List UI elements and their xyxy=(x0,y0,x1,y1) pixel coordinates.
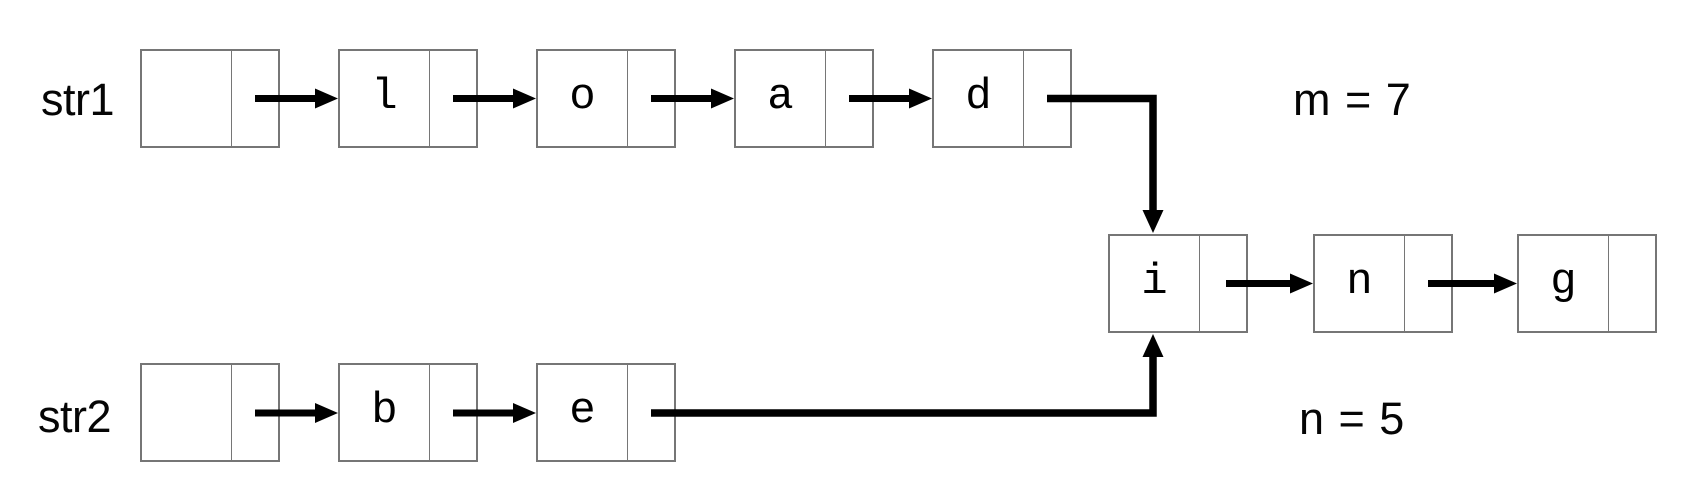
node-value: l xyxy=(371,71,398,122)
node-value: i xyxy=(1141,256,1168,307)
node-data-cell: e xyxy=(538,365,627,460)
connector-str2-e-to-i xyxy=(651,334,1164,417)
node-data-cell: d xyxy=(934,51,1023,146)
node-str1-a: a xyxy=(734,49,874,148)
node-value: o xyxy=(569,71,596,122)
node-shared-i: i xyxy=(1108,234,1248,333)
str2-label: str2 xyxy=(38,391,112,442)
node-value: e xyxy=(569,385,596,436)
node-shared-g: g xyxy=(1517,234,1657,333)
node-value: n xyxy=(1346,256,1373,307)
node-pointer-cell xyxy=(825,51,872,146)
node-data-cell: n xyxy=(1315,236,1404,331)
node-pointer-cell xyxy=(429,51,476,146)
node-str2-b: b xyxy=(338,363,478,462)
node-data-cell: a xyxy=(736,51,825,146)
node-value: g xyxy=(1550,256,1577,307)
node-data-cell xyxy=(142,51,231,146)
node-data-cell: i xyxy=(1110,236,1199,331)
n-count-label: n = 5 xyxy=(1299,393,1406,444)
str1-label: str1 xyxy=(41,74,115,125)
node-str1-l: l xyxy=(338,49,478,148)
node-data-cell: l xyxy=(340,51,429,146)
node-pointer-cell xyxy=(1023,51,1070,146)
node-pointer-cell xyxy=(231,51,278,146)
node-pointer-cell xyxy=(231,365,278,460)
node-data-cell: o xyxy=(538,51,627,146)
m-count-label: m = 7 xyxy=(1293,74,1412,125)
node-value: b xyxy=(371,385,398,436)
node-data-cell: g xyxy=(1519,236,1608,331)
node-pointer-cell xyxy=(627,51,674,146)
node-value: a xyxy=(767,71,794,122)
node-pointer-cell xyxy=(1608,236,1655,331)
node-data-cell: b xyxy=(340,365,429,460)
node-pointer-cell xyxy=(627,365,674,460)
node-str2-head xyxy=(140,363,280,462)
node-pointer-cell xyxy=(429,365,476,460)
node-str1-o: o xyxy=(536,49,676,148)
node-shared-n: n xyxy=(1313,234,1453,333)
node-pointer-cell xyxy=(1404,236,1451,331)
node-str2-e: e xyxy=(536,363,676,462)
node-data-cell xyxy=(142,365,231,460)
node-str1-d: d xyxy=(932,49,1072,148)
node-str1-head xyxy=(140,49,280,148)
node-value: d xyxy=(965,71,992,122)
node-pointer-cell xyxy=(1199,236,1246,331)
